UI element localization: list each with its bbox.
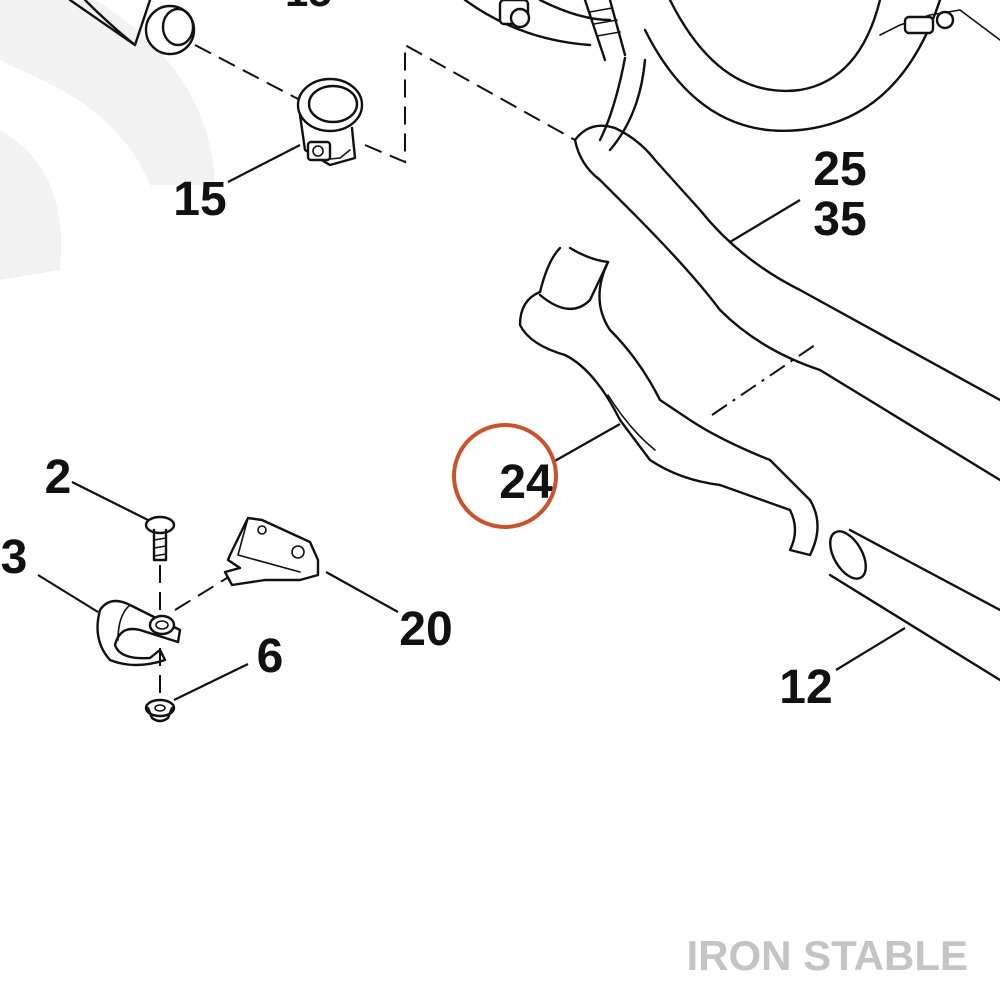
axis-line-pipe-24 [711, 344, 816, 416]
mounting-bracket-20 [223, 516, 320, 587]
callout-35: 35 [813, 193, 866, 246]
callout-2: 2 [45, 451, 72, 504]
leader-12 [835, 627, 906, 671]
heat-shield-pipe-24 [518, 246, 819, 557]
leader-24 [552, 423, 621, 463]
callout-25: 25 [813, 143, 866, 196]
leader-6 [173, 663, 249, 701]
callout-24-highlight-ring [452, 423, 558, 529]
muffler-tip [68, 0, 196, 56]
flange-nut-6 [144, 698, 176, 723]
axis-line-tip-to-clamp [194, 44, 301, 101]
bolt-2 [144, 515, 176, 562]
callout-top-partial: 15 [285, 0, 332, 15]
header-pipe-25-35 [573, 124, 1000, 482]
p-clamp-3 [96, 599, 182, 667]
leader-2 [71, 481, 149, 521]
callout-15: 15 [173, 173, 226, 226]
callout-12: 12 [779, 661, 832, 714]
leader-15 [227, 144, 301, 183]
axis-line-clamp-down [364, 43, 576, 164]
exhaust-clamp-15 [296, 77, 364, 167]
watermark-text: IRON STABLE [686, 932, 968, 979]
leader-25-35 [729, 199, 801, 243]
callout-3: 3 [1, 531, 28, 584]
leader-3 [37, 574, 99, 613]
background-swoosh [0, 0, 215, 280]
leader-20 [325, 571, 399, 613]
upper-exhaust-pipe [463, 0, 942, 152]
rear-pipe-12 [828, 528, 1000, 682]
callout-6: 6 [257, 630, 284, 683]
callout-20: 20 [399, 603, 452, 656]
oxygen-sensor [879, 9, 1000, 41]
callout-24: 24 [499, 456, 553, 509]
